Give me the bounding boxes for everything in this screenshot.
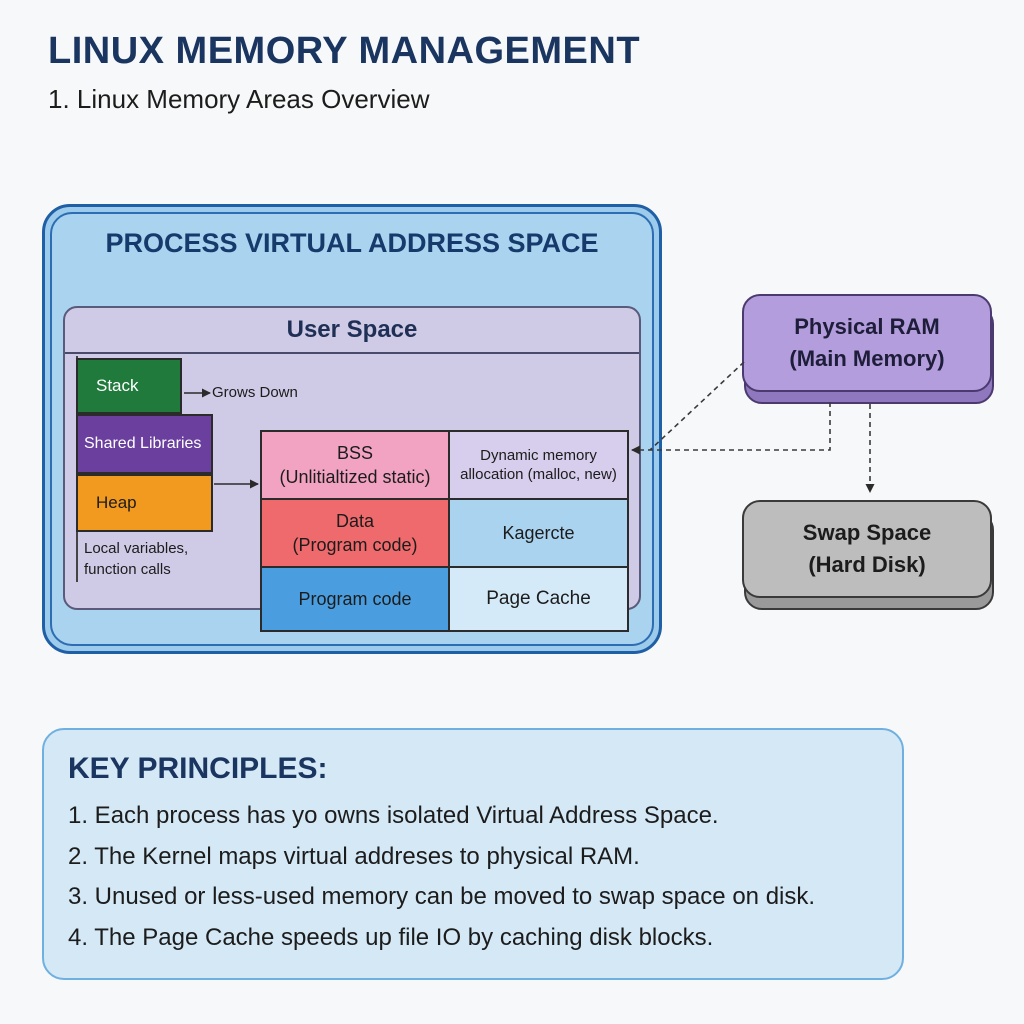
page-subtitle: 1. Linux Memory Areas Overview (48, 84, 430, 114)
local-note-line-2: function calls (84, 561, 171, 578)
data-title: Data (335, 511, 374, 531)
grows-down-note: Grows Down (212, 384, 298, 401)
kernel-segment: Kagercte (448, 498, 629, 568)
page-cache-label: Page Cache (486, 588, 591, 609)
stack-label: Stack (96, 376, 139, 395)
physical-ram-box: Physical RAM (Main Memory) (742, 294, 992, 392)
physical-ram-title: Physical RAM (794, 314, 940, 339)
ram-to-process-dashed-link (649, 361, 745, 451)
swap-space-title: Swap Space (802, 520, 932, 545)
shared-libraries-block: Shared Libraries (76, 414, 213, 474)
heap-block: Heap (76, 474, 213, 532)
key-principle-item: 3. Unused or less-used memory can be mov… (68, 883, 816, 910)
key-principles-panel (42, 728, 904, 980)
program-code-label: Program code (298, 588, 412, 609)
key-principles-list: 1. Each process has yo owns isolated Vir… (68, 796, 815, 958)
process-space-title: PROCESS VIRTUAL ADDRESS SPACE (105, 228, 599, 258)
user-space-divider (65, 352, 639, 354)
page-title: LINUX MEMORY MANAGEMENT (48, 30, 641, 72)
page-cache-segment: Page Cache (448, 566, 629, 632)
data-segment: Data (Program code) (260, 498, 450, 568)
stack-block: Stack (76, 358, 182, 414)
dynamic-memory-subtitle: allocation (malloc, new) (460, 466, 617, 483)
local-variables-note: Local variables, function calls (84, 538, 188, 580)
swap-space-subtitle: (Hard Disk) (808, 552, 926, 577)
key-principle-item: 1. Each process has yo owns isolated Vir… (68, 802, 719, 829)
physical-ram-subtitle: (Main Memory) (789, 346, 945, 371)
local-note-line-1: Local variables, (84, 540, 189, 557)
dynamic-memory-title: Dynamic memory (480, 447, 597, 464)
bss-subtitle: (Unlitialtized static) (279, 467, 431, 487)
heap-label: Heap (96, 493, 137, 512)
bss-title: BSS (336, 443, 373, 463)
kernel-label: Kagercte (502, 522, 575, 543)
key-principle-item: 2. The Kernel maps virtual addreses to p… (68, 842, 640, 870)
key-principle-item: 4. The Page Cache speeds up file IO by c… (68, 923, 714, 951)
bss-segment: BSS (Unlitialtized static) (260, 430, 450, 500)
shared-libraries-label: Shared Libraries (84, 435, 202, 452)
key-principles-title: KEY PRINCIPLES: (68, 752, 328, 785)
dynamic-memory-segment: Dynamic memory allocation (malloc, new) (448, 430, 629, 500)
swap-space-box: Swap Space (Hard Disk) (742, 500, 992, 598)
user-space-title: User Space (286, 316, 418, 343)
program-code-segment: Program code (260, 566, 450, 632)
data-subtitle: (Program code) (292, 535, 418, 555)
